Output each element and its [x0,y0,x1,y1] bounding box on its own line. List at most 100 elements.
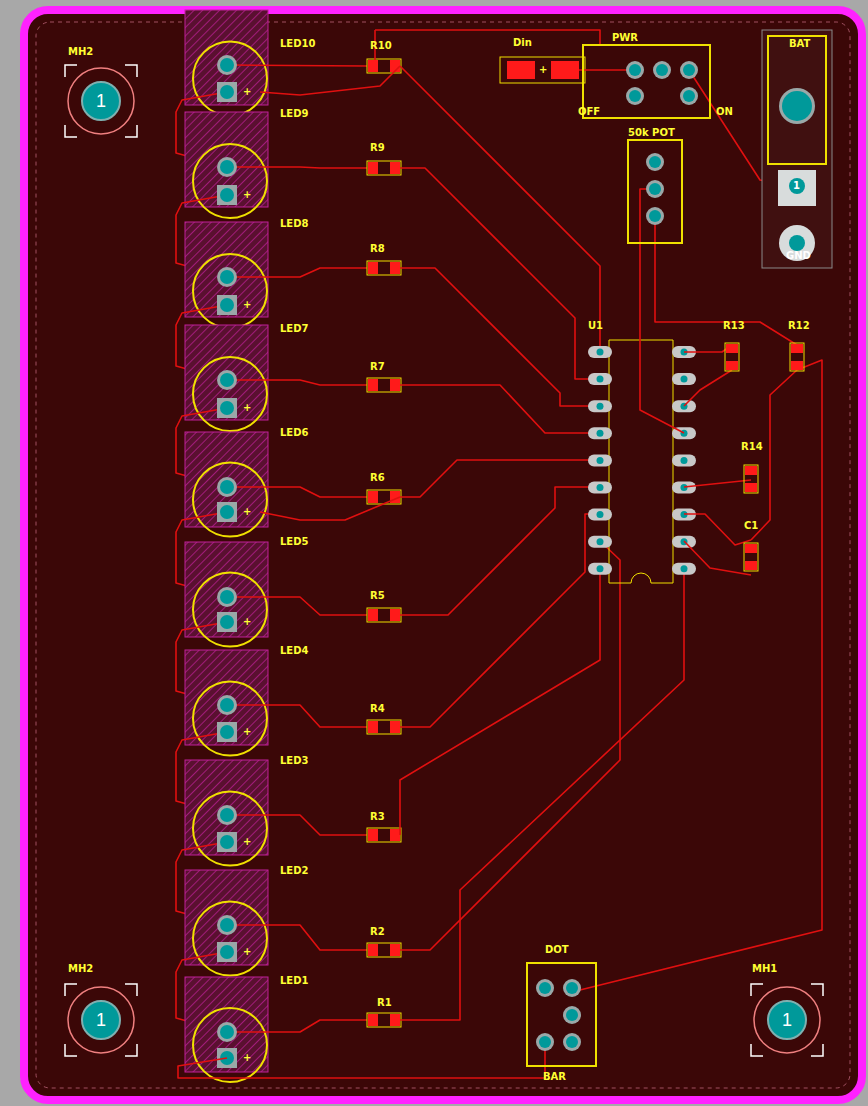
resistor-designator: R8 [370,243,385,255]
silkscreen-label: OFF [578,106,600,118]
resistor-designator: R9 [370,142,385,154]
resistor-designator: R12 [788,320,810,332]
keepout-line [36,22,850,1088]
through-hole-pad [789,178,805,194]
pad-ring [653,61,671,79]
through-hole-pad [566,1009,578,1021]
led-outline [193,792,267,866]
through-hole-pad [629,90,641,102]
square-pad [217,502,237,522]
through-hole-pad [220,298,234,312]
through-hole-pad [220,808,234,822]
mounting-ring [68,987,134,1053]
smd-outline [367,378,401,392]
copper-trace [227,487,367,497]
led-keepout [185,222,268,317]
smd-outline [367,1013,401,1027]
polarity-mark: + [243,836,251,848]
polarity-mark: + [243,299,251,311]
smd-pad [390,609,400,621]
polarity-mark: + [243,506,251,518]
pad-ring [217,915,237,935]
ic-pad [588,427,612,439]
pad-ring [217,55,237,75]
through-hole-pad [683,64,695,76]
ic-drill [681,457,688,464]
through-hole-pad [649,183,661,195]
through-hole-pad [566,1036,578,1048]
through-hole-pad [220,373,234,387]
led-designator: LED3 [280,755,308,767]
board-outline [24,10,862,1100]
led-keepout [185,760,268,855]
polarity-mark: + [243,1052,251,1064]
smd-pad [745,466,757,475]
pad-ring [563,1006,581,1024]
led-outline [193,902,267,976]
switch-outline [583,45,710,118]
led-designator: LED10 [280,38,315,50]
led-designator: LED6 [280,427,308,439]
through-hole-pad [220,615,234,629]
resistor-designator: R4 [370,703,385,715]
battery-outline [768,36,826,164]
pad-ring [217,695,237,715]
led-designator: LED5 [280,536,308,548]
led-outline [193,573,267,647]
pad-ring [217,370,237,390]
ic-drill [597,403,604,410]
through-hole-pad [220,945,234,959]
smd-outline [367,720,401,734]
led-designator: LED9 [280,108,308,120]
led-outline [193,682,267,756]
led-outline [193,1008,267,1082]
copper-trace [400,460,600,497]
through-hole-pad [220,505,234,519]
smd-pad [368,609,378,621]
led-keepout [185,112,268,207]
pad-ring [563,979,581,997]
courtyard-bracket [751,984,823,1056]
smd-pad [390,721,400,733]
through-hole-pad [220,160,234,174]
ic-drill [597,565,604,572]
courtyard-bracket [65,984,137,1056]
pad-ring [626,87,644,105]
battery-pad [779,225,815,261]
led-keepout [185,325,268,420]
smd-outline [744,465,758,493]
smd-pad [390,379,400,391]
square-pad [217,82,237,102]
pad-number: 1 [96,91,106,111]
copper-trace [640,189,684,433]
ic-outline [609,340,673,583]
resistor-designator: R13 [723,320,745,332]
square-pad [217,612,237,632]
silkscreen-label: C1 [744,520,758,532]
copper-trace [400,487,600,615]
through-hole-pad [683,90,695,102]
led-keepout [185,432,268,527]
ic-drill [681,565,688,572]
smd-pad [390,162,400,174]
copper-trace [227,380,367,385]
through-hole-pad [220,590,234,604]
smd-pad [791,344,803,353]
smd-outline [744,543,758,571]
ic-pad [588,563,612,575]
led-keepout [185,542,268,637]
jumper-outline [527,963,596,1066]
mounting-ring [754,987,820,1053]
copper-trace [572,360,822,990]
copper-trace [260,66,400,95]
ic-pad [588,482,612,494]
pad-ring [563,1033,581,1051]
diode-outline [500,57,585,83]
silkscreen-label: BAT [789,38,810,50]
mounting-hole: 1 [81,1000,121,1040]
smd-pad [368,1014,378,1026]
smd-pad [368,60,378,72]
ic-drill [597,430,604,437]
copper-trace [400,569,600,835]
square-pad [217,722,237,742]
